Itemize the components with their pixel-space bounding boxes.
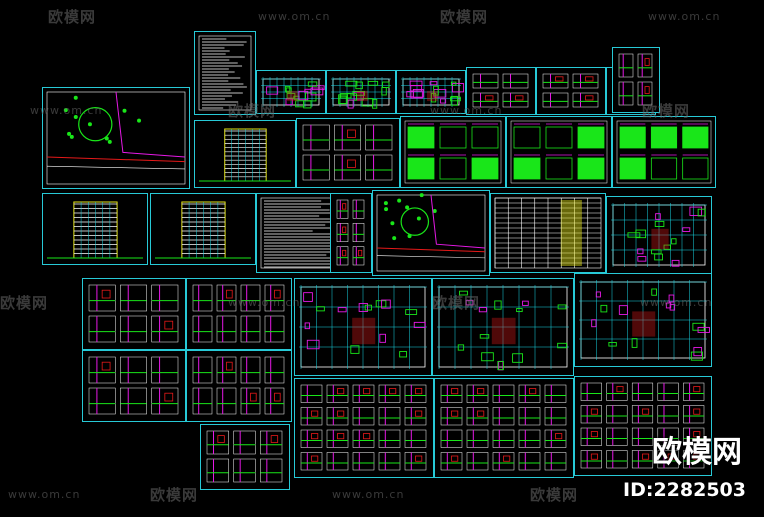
- sheet-linework: [618, 53, 653, 106]
- drawing-sheet-elevation-1: [194, 120, 296, 188]
- watermark-logo: 欧模网: [432, 294, 481, 312]
- sheet-linework: [199, 128, 291, 182]
- watermark-url: www.om.cn: [640, 296, 713, 309]
- sheet-linework: [46, 91, 186, 185]
- sheet-linework: [299, 285, 427, 369]
- drawing-sheet-detail-grid-4: [186, 350, 292, 422]
- watermark-logo: 欧模网: [642, 102, 691, 120]
- watermark-url: www.om.cn: [258, 10, 331, 23]
- drawing-sheet-floor-plan-2: [326, 70, 396, 114]
- sheet-linework: [611, 203, 707, 267]
- sheet-linework: [494, 197, 602, 269]
- sheet-linework: [437, 285, 569, 371]
- asset-id-label: ID:2282503: [623, 479, 746, 501]
- watermark-url: www.om.cn: [8, 488, 81, 501]
- drawing-sheet-floor-plan-5: [294, 278, 432, 376]
- sheet-linework: [300, 384, 427, 471]
- sheet-linework: [155, 201, 251, 259]
- watermark-logo: 欧模网: [0, 294, 49, 312]
- drawing-sheet-schedule-table: [490, 193, 606, 273]
- sheet-linework: [542, 73, 599, 108]
- drawing-sheet-tall-section: [612, 47, 660, 113]
- drawing-sheet-site-plan-2: [372, 190, 490, 276]
- drawing-sheet-section-grid-1: [294, 378, 434, 478]
- drawing-sheet-elevation-2: [42, 193, 148, 265]
- drawing-sheet-detail-sheet-2: [536, 67, 606, 115]
- watermark-logo: 欧模网: [530, 486, 579, 504]
- sheet-linework: [261, 77, 325, 109]
- watermark-logo: 欧模网: [150, 486, 199, 504]
- drawing-sheet-drawing-index: [194, 31, 256, 115]
- sheet-linework: [192, 284, 285, 343]
- watermark-logo: 欧模网: [228, 102, 277, 120]
- drawing-sheet-site-plan-1: [42, 87, 190, 189]
- sheet-linework: [198, 35, 252, 111]
- watermark-url: www.om.cn: [332, 488, 405, 501]
- drawing-sheet-detail-grid-1: [82, 278, 186, 350]
- sheet-linework: [404, 120, 502, 184]
- watermark-logo: 欧模网: [440, 8, 489, 26]
- sheet-linework: [88, 356, 179, 415]
- sheet-linework: [88, 284, 179, 343]
- drawing-sheet-structure-notes: [400, 116, 506, 188]
- sheet-linework: [580, 382, 705, 469]
- drawing-sheet-detail-sheet-1: [466, 67, 536, 115]
- sheet-linework: [616, 120, 712, 184]
- drawing-sheet-floor-plan-1: [256, 70, 326, 114]
- drawing-sheet-elevation-3: [150, 193, 256, 265]
- drawing-sheet-roof-plan: [574, 273, 712, 367]
- sheet-linework: [472, 73, 529, 108]
- sheet-linework: [336, 199, 365, 266]
- sheet-linework: [440, 384, 567, 471]
- sheet-linework: [510, 120, 608, 184]
- drawing-sheet-section-grid-2: [434, 378, 574, 478]
- sheet-linework: [302, 124, 393, 181]
- sheet-linework: [579, 280, 710, 361]
- sheet-linework: [206, 430, 283, 483]
- watermark-url: www.om.cn: [430, 104, 503, 117]
- drawing-sheet-floor-plan-6: [432, 278, 574, 376]
- watermark-logo: 欧模网: [48, 8, 97, 26]
- drawing-sheet-structure-sheet-2: [506, 116, 612, 188]
- drawing-sheet-section-grid-3: [574, 376, 712, 476]
- drawing-sheet-floor-plan-3: [396, 70, 466, 114]
- sheet-linework: [376, 193, 486, 272]
- brand-logo-text: 欧模网: [652, 435, 742, 470]
- drawing-sheet-detail-grid-3: [82, 350, 186, 422]
- sheet-linework: [47, 201, 143, 259]
- drawing-sheet-structure-sheet-3: [612, 116, 716, 188]
- watermark-url: www.om.cn: [228, 296, 301, 309]
- sheet-linework: [331, 77, 391, 109]
- drawing-sheet-detail-grid-2: [186, 278, 292, 350]
- drawing-sheet-section-1: [296, 118, 400, 188]
- watermark-url: www.om.cn: [648, 10, 721, 23]
- sheet-linework: [192, 356, 285, 415]
- drawing-sheet-floor-plan-4: [606, 196, 712, 274]
- drawing-sheet-detail-grid-5: [200, 424, 290, 490]
- watermark-url: www.om.cn: [30, 104, 103, 117]
- drawing-sheet-column-details: [330, 193, 372, 273]
- sheet-linework: [401, 77, 465, 107]
